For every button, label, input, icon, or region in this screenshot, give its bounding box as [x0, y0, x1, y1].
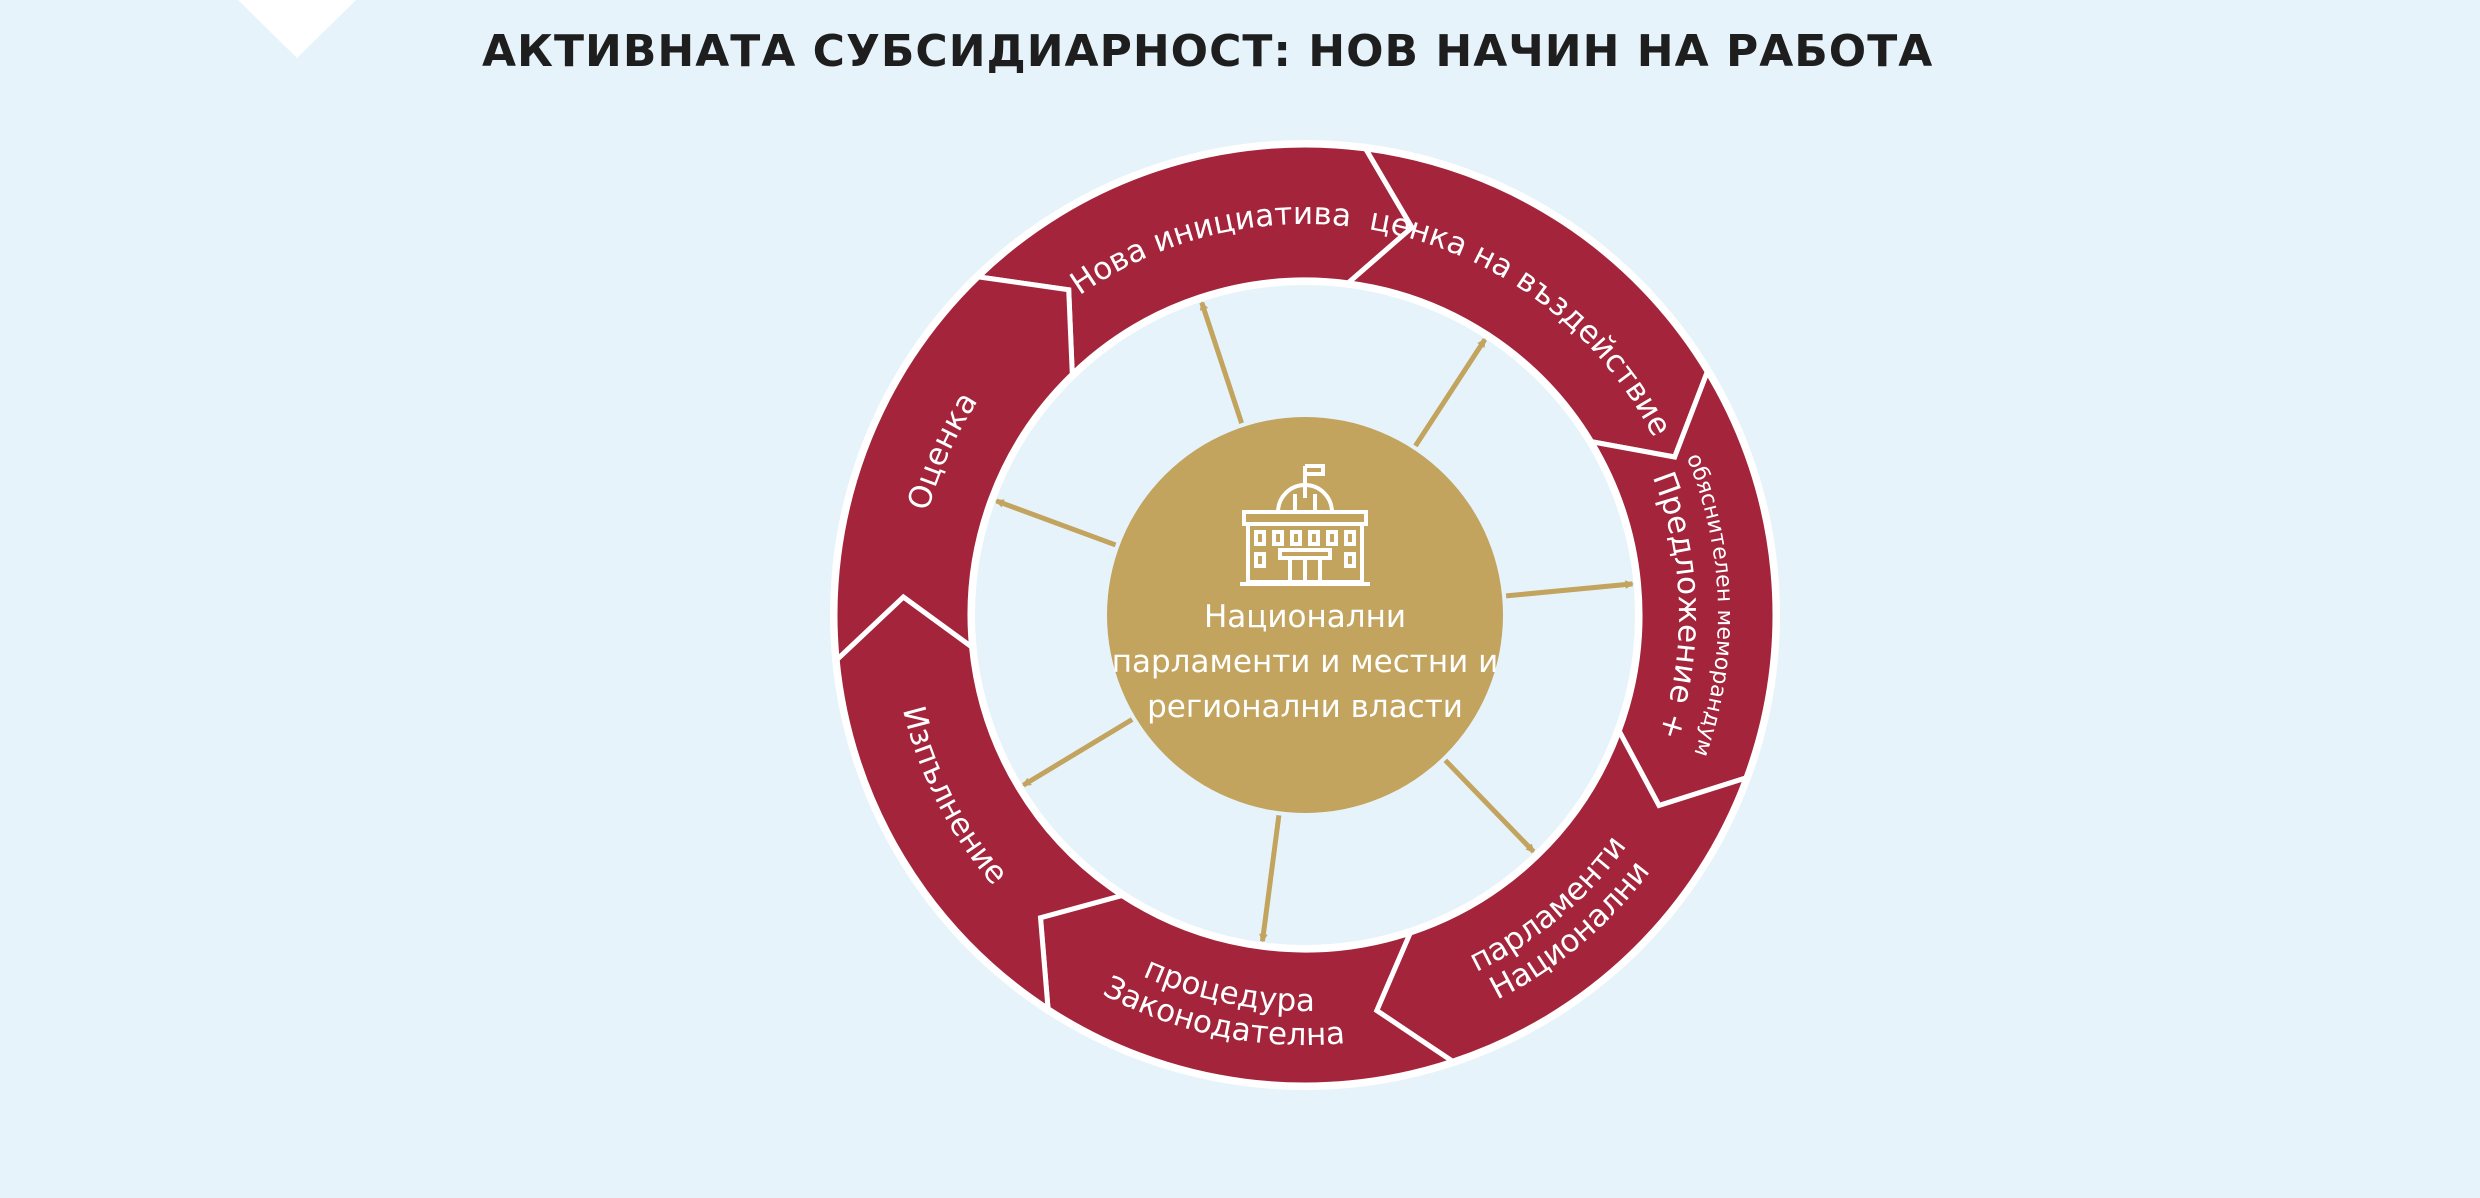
arrow-to-otsenka-na-vazdeistvieto [1413, 338, 1487, 448]
page-title: АКТИВНАТА СУБСИДИАРНОСТ: НОВ НАЧИН НА РА… [482, 26, 1934, 77]
hub-label-line: парламенти и местни и [1112, 644, 1499, 680]
arrow-to-nova-initsiativa [1199, 303, 1244, 424]
hub-label-line: регионални власти [1147, 689, 1463, 725]
segment-otsenka [832, 274, 1075, 665]
hub-label-line: Национални [1204, 599, 1406, 635]
arrow-to-natsionalni-parlamenti [1443, 758, 1536, 854]
hub-circle [1107, 417, 1503, 813]
arrow-to-izpalnenie [1022, 717, 1134, 788]
arrow-to-predlozhenie [1505, 584, 1632, 599]
arrow-to-zakonodatelna-protsedura [1262, 814, 1282, 941]
arrow-to-otsenka [996, 498, 1117, 548]
parliament-building-icon [1240, 464, 1370, 586]
